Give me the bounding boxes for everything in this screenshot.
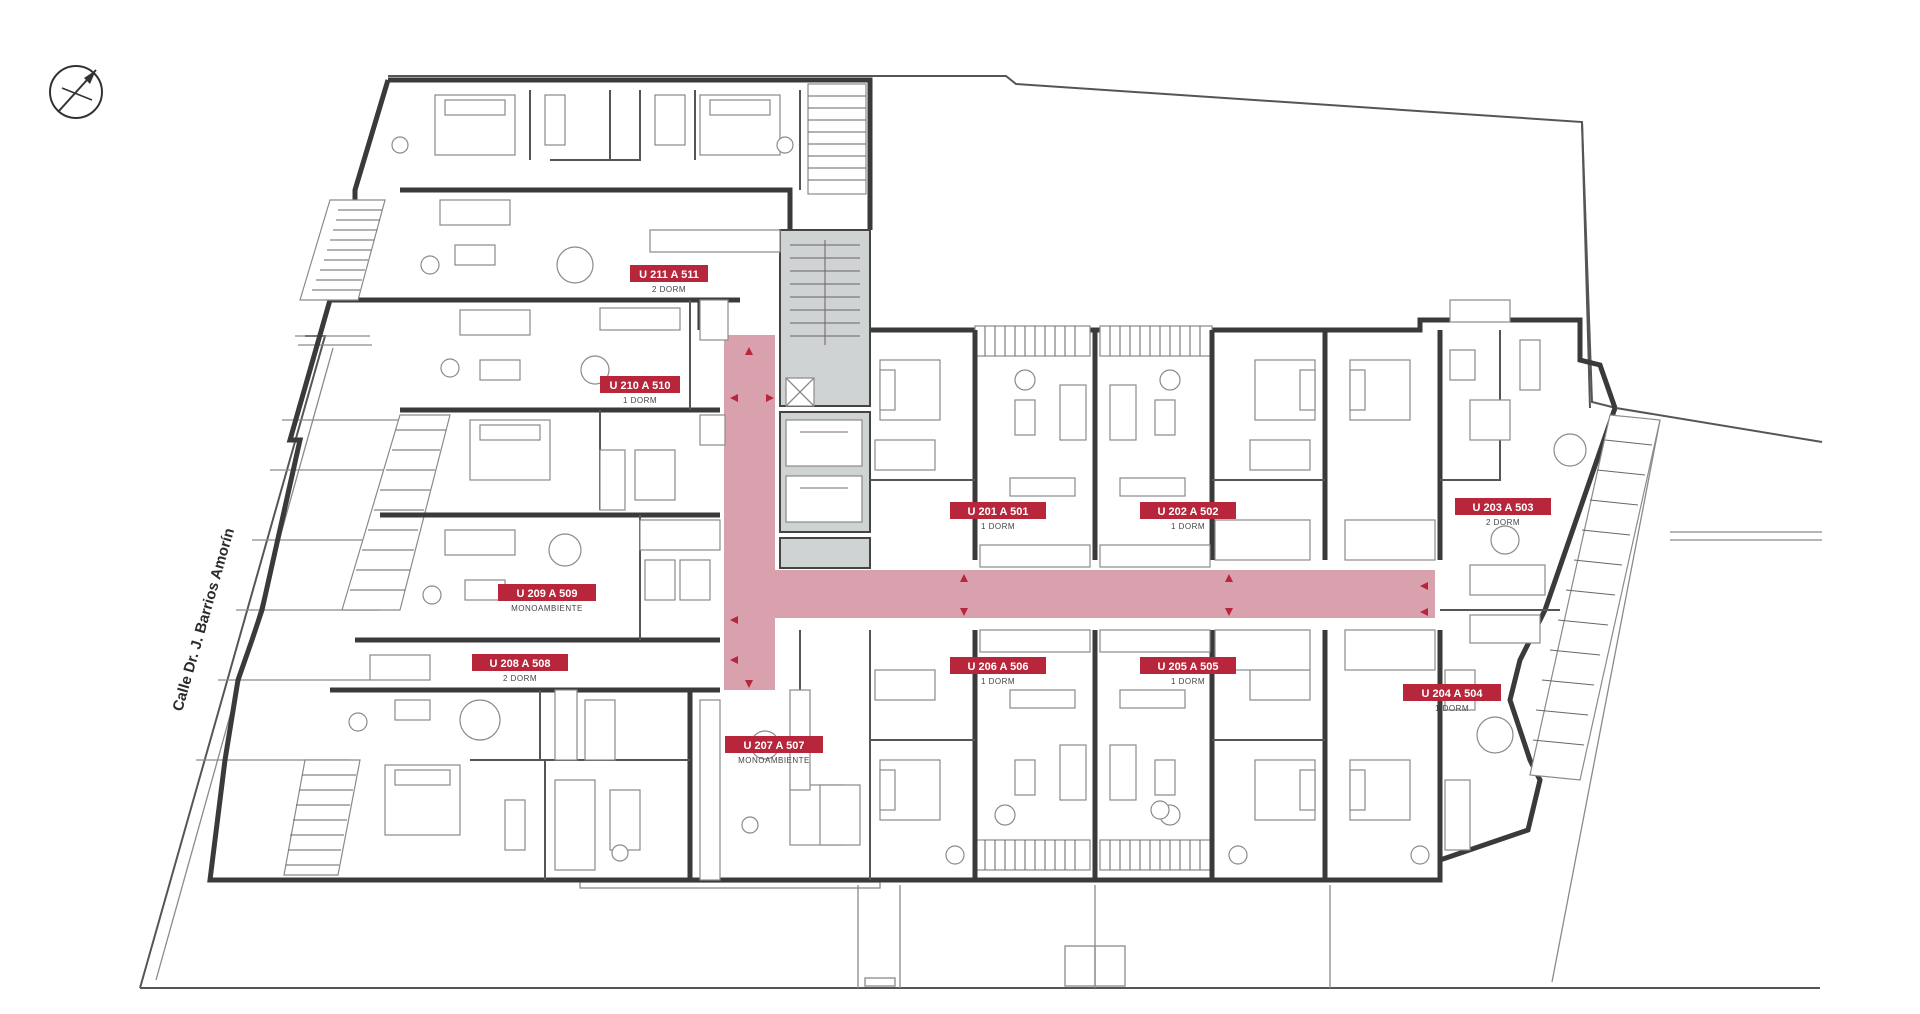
corridor <box>724 335 1435 690</box>
furniture <box>348 94 1587 881</box>
unit-label-text: U 207 A 507 <box>744 740 805 752</box>
unit-label-u205[interactable]: U 205 A 505 1 DORM <box>1140 657 1236 686</box>
north-arrow-icon <box>49 65 103 119</box>
unit-label-text: U 206 A 506 <box>968 661 1029 673</box>
unit-type-text: 1 DORM <box>981 677 1015 686</box>
unit-label-u204[interactable]: U 204 A 504 1 DORM <box>1403 684 1501 713</box>
interior-walls <box>330 90 1560 880</box>
unit-type-text: 2 DORM <box>652 285 686 294</box>
unit-label-u202[interactable]: U 202 A 502 1 DORM <box>1140 502 1236 531</box>
corridor-arrows <box>730 347 1428 688</box>
unit-type-text: 2 DORM <box>503 674 537 683</box>
unit-label-text: U 210 A 510 <box>610 380 671 392</box>
unit-label-text: U 204 A 504 <box>1422 688 1484 700</box>
unit-label-text: U 203 A 503 <box>1473 502 1534 514</box>
unit-type-text: 1 DORM <box>1171 677 1205 686</box>
unit-label-text: U 208 A 508 <box>490 658 551 670</box>
unit-label-u208[interactable]: U 208 A 508 2 DORM <box>472 654 568 683</box>
unit-label-u211[interactable]: U 211 A 511 2 DORM <box>630 265 708 294</box>
unit-label-u210[interactable]: U 210 A 510 1 DORM <box>600 376 680 405</box>
unit-label-text: U 209 A 509 <box>517 588 578 600</box>
unit-type-text: 2 DORM <box>1486 518 1520 527</box>
building-core <box>779 229 871 569</box>
unit-label-text: U 205 A 505 <box>1158 661 1219 673</box>
unit-label-u201[interactable]: U 201 A 501 1 DORM <box>950 502 1046 531</box>
unit-label-text: U 201 A 501 <box>968 506 1029 518</box>
unit-label-text: U 211 A 511 <box>639 269 699 281</box>
unit-type-text: MONOAMBIENTE <box>511 604 583 613</box>
unit-label-u207[interactable]: U 207 A 507 MONOAMBIENTE <box>725 736 823 765</box>
unit-label-u206[interactable]: U 206 A 506 1 DORM <box>950 657 1046 686</box>
unit-type-text: 1 DORM <box>1171 522 1205 531</box>
unit-label-text: U 202 A 502 <box>1158 506 1219 518</box>
street-label: Calle Dr. J. Barrios Amorín <box>170 526 239 713</box>
unit-type-text: 1 DORM <box>981 522 1015 531</box>
unit-label-u209[interactable]: U 209 A 509 MONOAMBIENTE <box>498 584 596 613</box>
unit-label-u203[interactable]: U 203 A 503 2 DORM <box>1455 498 1551 527</box>
unit-type-text: 1 DORM <box>623 396 657 405</box>
unit-type-text: 1 DORM <box>1435 704 1469 713</box>
unit-type-text: MONOAMBIENTE <box>738 756 810 765</box>
